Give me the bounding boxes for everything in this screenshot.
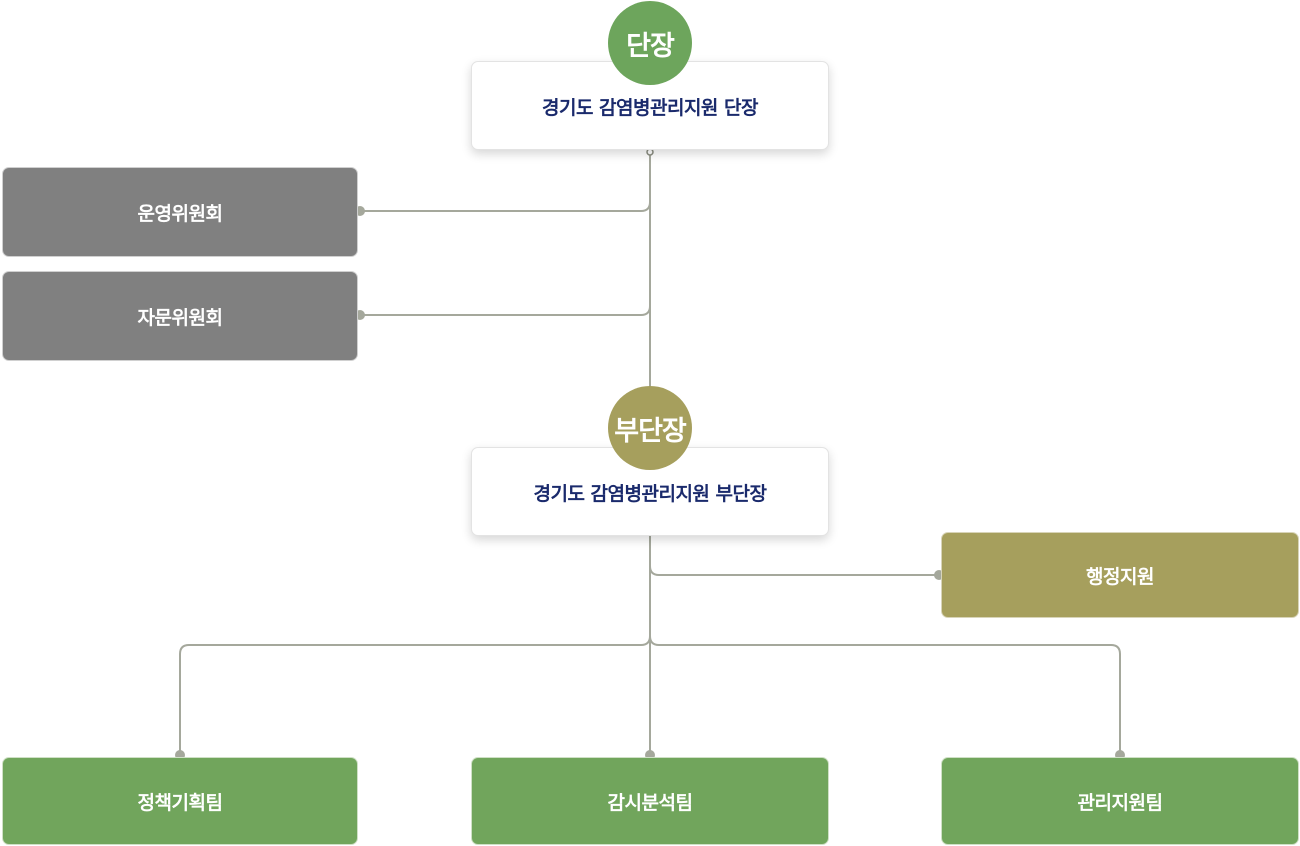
connector-team-management [649,635,1121,755]
policy-planning-team-node: 정책기획팀 [2,757,358,845]
surveillance-analysis-team-label: 감시분석팀 [607,791,693,814]
head-badge: 단장 [608,1,692,85]
connector-team-policy [179,635,651,755]
operations-committee-label: 운영위원회 [137,202,223,225]
advisory-committee-node: 자문위원회 [2,271,358,361]
admin-support-label: 행정지원 [1086,565,1154,588]
deputy-node-label: 경기도 감염병관리지원 부단장 [533,483,767,505]
connector-admin-support [649,565,939,576]
admin-support-node: 행정지원 [941,532,1299,618]
connector-advisory-committee [360,305,651,316]
deputy-badge-label: 부단장 [614,415,687,447]
head-node-label: 경기도 감염병관리지원 단장 [542,97,759,119]
deputy-badge: 부단장 [608,386,692,470]
connector-ops-committee [360,201,651,212]
advisory-committee-label: 자문위원회 [137,306,223,329]
policy-planning-team-label: 정책기획팀 [137,791,223,814]
surveillance-analysis-team-node: 감시분석팀 [471,757,829,845]
head-badge-label: 단장 [626,30,675,62]
management-support-team-node: 관리지원팀 [941,757,1299,845]
operations-committee-node: 운영위원회 [2,167,358,257]
management-support-team-label: 관리지원팀 [1077,791,1163,814]
